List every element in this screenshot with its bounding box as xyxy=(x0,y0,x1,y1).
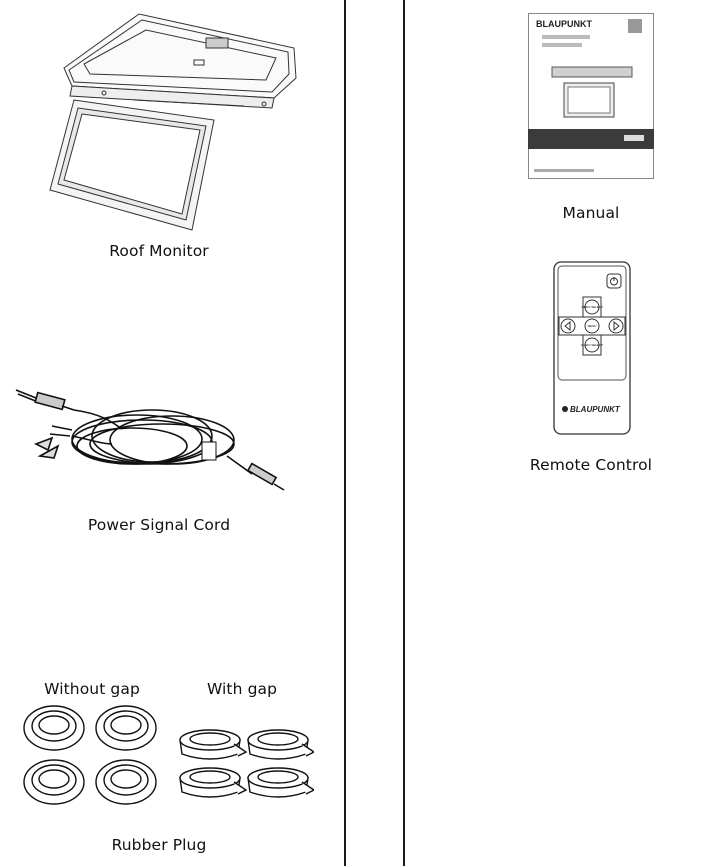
remote-video-select-button: VIDEO SELECT xyxy=(581,305,603,309)
roof-monitor-illustration xyxy=(44,8,306,233)
remote-brand: BLAUPUNKT xyxy=(570,405,621,414)
rubber-plug-illustration xyxy=(14,702,314,807)
manual-booklet-illustration: BLAUPUNKT xyxy=(528,13,654,179)
remote-control-label: Remote Control xyxy=(529,456,653,474)
left-divider-line xyxy=(344,0,346,866)
roof-monitor-label: Roof Monitor xyxy=(109,242,209,260)
remote-menu-button: MENU xyxy=(588,324,597,328)
rubber-plug-label: Rubber Plug xyxy=(111,836,207,854)
power-cord-illustration xyxy=(12,384,288,496)
power-cord-label: Power Signal Cord xyxy=(87,516,231,534)
remote-control-illustration: VIDEO SELECT MENU AUDIO SELECT BLAUPUNKT xyxy=(553,261,631,435)
right-divider-line xyxy=(403,0,405,866)
manual-label: Manual xyxy=(562,204,620,222)
manual-cover-brand: BLAUPUNKT xyxy=(536,19,592,29)
remote-audio-select-button: AUDIO SELECT xyxy=(581,343,603,347)
without-gap-label: Without gap xyxy=(44,680,140,698)
with-gap-label: With gap xyxy=(206,680,278,698)
